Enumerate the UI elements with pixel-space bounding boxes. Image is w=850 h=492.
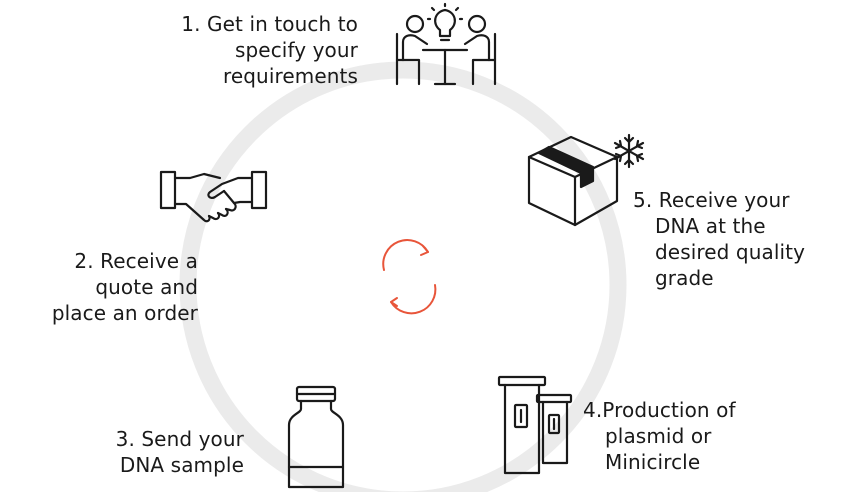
vial-icon (285, 385, 347, 491)
meeting-idea-icon (395, 2, 501, 90)
step-1-line-2: specify your (234, 38, 358, 62)
step-2-number: 2. (74, 249, 94, 273)
step-2-line-1-text: Receive a (100, 249, 198, 273)
step-1-line-3: requirements (222, 64, 358, 88)
step-3-line-1: 3. Send your (40, 426, 244, 452)
step-3-number: 3. (115, 427, 135, 451)
step-1-line-1: 1. Get in touch to (96, 11, 358, 37)
step-2-line-3: place an order (51, 301, 198, 325)
step-2-text: 2. Receive a quote and place an order (8, 248, 198, 326)
ring-circle (179, 61, 627, 492)
step-5-line-3: desired quality (655, 240, 806, 264)
step-4-line-1-text: Production of (602, 398, 736, 422)
test-tubes-icon (497, 375, 575, 475)
step-3-line-1-text: Send your (141, 427, 244, 451)
step-5-line-1-text: Receive your (658, 188, 790, 212)
refresh-cycle-icon (382, 239, 437, 315)
step-2-line-2: quote and (95, 275, 198, 299)
step-4-line-3: Minicircle (605, 450, 701, 474)
step-4-line-2: plasmid or (605, 424, 712, 448)
step-1-line-1-text: Get in touch to (207, 12, 358, 36)
step-4-line-1: 4.Production of (583, 397, 793, 423)
step-3-line-2: DNA sample (119, 453, 244, 477)
step-4-text: 4.Production of plasmid or Minicircle (583, 397, 793, 475)
step-5-text: 5. Receive your DNA at the desired quali… (633, 187, 843, 291)
step-4-number: 4. (583, 398, 603, 422)
handshake-icon (159, 168, 268, 228)
step-1-text: 1. Get in touch to specify your requirem… (96, 11, 358, 89)
step-5-line-4: grade (655, 266, 714, 290)
step-1-number: 1. (181, 12, 201, 36)
frozen-box-icon (527, 127, 647, 227)
step-5-number: 5. (633, 188, 653, 212)
step-2-line-1: 2. Receive a (8, 248, 198, 274)
step-5-line-2: DNA at the (655, 214, 766, 238)
step-3-text: 3. Send your DNA sample (40, 426, 244, 478)
step-5-line-1: 5. Receive your (633, 187, 843, 213)
